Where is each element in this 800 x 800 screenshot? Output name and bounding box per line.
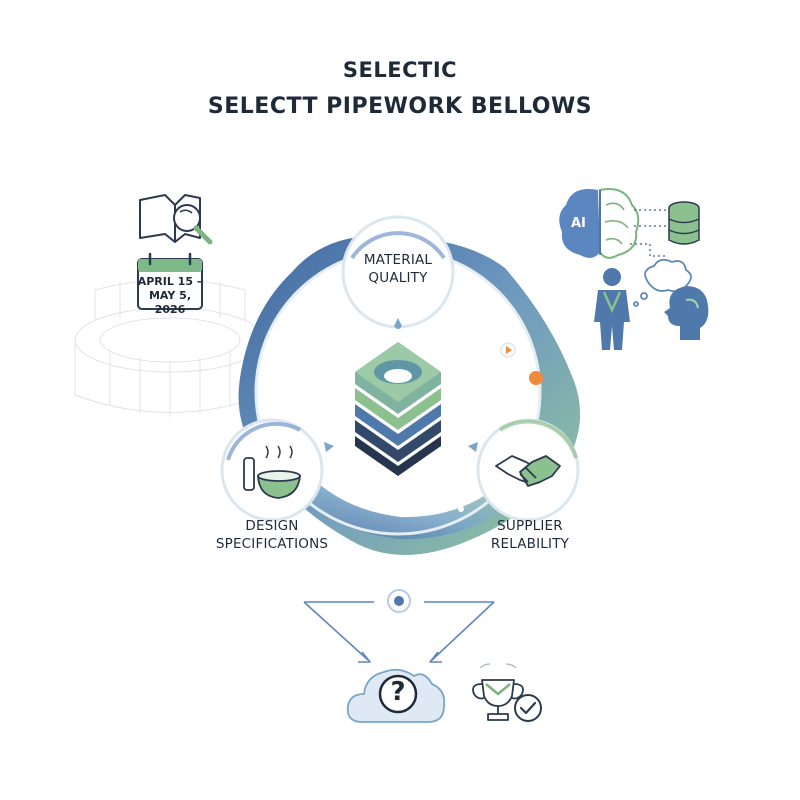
node-label-design-line2: SPECIFICATIONS: [215, 536, 329, 552]
handshake-icon: [495, 455, 561, 487]
layer-stack-icon: [355, 342, 441, 476]
question-mark: ?: [390, 677, 406, 707]
check-circle-icon: [514, 694, 542, 722]
node-label-supplier-reliability: SUPPLIER RELABILITY: [468, 517, 592, 553]
node-label-design-specifications: DESIGN SPECIFICATIONS: [192, 517, 352, 553]
calendar-icon: [137, 252, 203, 310]
ai-connector-lines: [630, 209, 668, 257]
node-circle-design: [220, 418, 324, 522]
ai-brain-icon: [559, 188, 640, 259]
food-bowl-icon: [243, 445, 301, 499]
book-magnifier-icon: [139, 194, 213, 245]
thought-bubble-icon: [633, 258, 692, 307]
node-label-supplier-line1: SUPPLIER: [497, 518, 563, 534]
trophy-icon: [472, 663, 524, 721]
node-label-material-line2: QUALITY: [368, 270, 428, 286]
person-icon: [594, 268, 630, 350]
page-title: SELECTIC: [342, 58, 458, 82]
head-profile-icon: [664, 286, 709, 340]
node-label-design-line1: DESIGN: [245, 518, 299, 534]
ai-badge-label: AI: [571, 216, 586, 231]
database-icon: [668, 201, 700, 245]
target-node-icon: [387, 589, 411, 613]
node-label-material-line1: MATERIAL: [363, 252, 433, 268]
calendar-date-line1: APRIL 15 –: [137, 275, 203, 288]
question-cloud-icon: [346, 668, 446, 723]
decision-arrows: [303, 601, 495, 663]
node-label-material-quality: MATERIAL QUALITY: [338, 251, 458, 287]
ring-markers: [324, 318, 543, 512]
page-subtitle: SELECTT PIPEWORK BELLOWS: [207, 94, 593, 119]
calendar-date-line2: MAY 5, 2026: [148, 289, 192, 316]
node-label-supplier-line2: RELABILITY: [490, 536, 570, 552]
